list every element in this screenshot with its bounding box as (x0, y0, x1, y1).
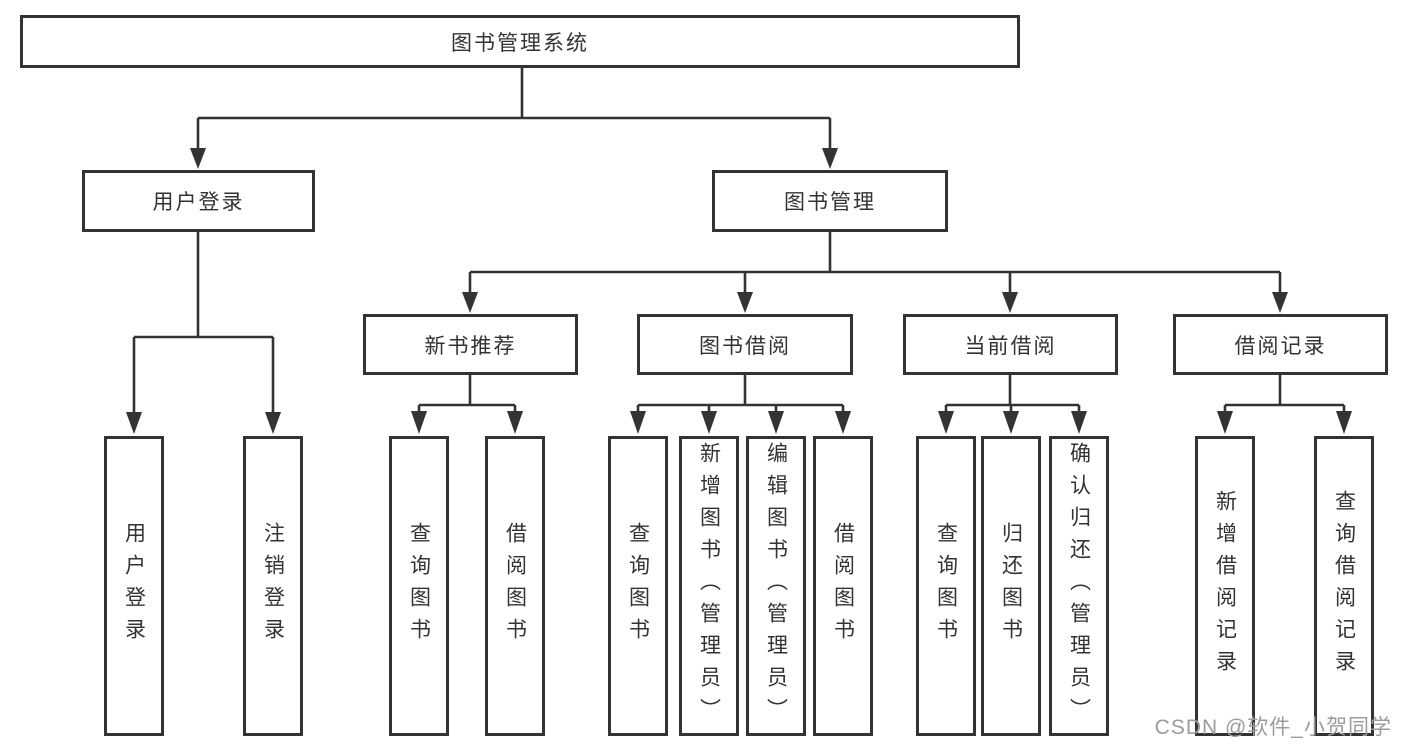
leaf-query-borrow-record: 查询借阅记录 (1314, 436, 1374, 736)
leaf-recommend-query-books: 查询图书 (389, 436, 449, 736)
node-book-borrowing-label: 图书借阅 (699, 334, 791, 358)
node-user-login: 用户登录 (82, 170, 315, 232)
leaf-return-books: 归还图书 (981, 436, 1041, 736)
leaf-recommend-query-books-label: 查询图书 (407, 522, 431, 650)
leaf-recommend-borrow-books: 借阅图书 (485, 436, 545, 736)
leaf-borrow-books-label: 借阅图书 (831, 522, 855, 650)
node-borrowing-records-label: 借阅记录 (1234, 334, 1327, 358)
node-borrowing-records: 借阅记录 (1173, 314, 1388, 375)
node-book-management-label: 图书管理 (784, 191, 876, 214)
leaf-logout-label: 注销登录 (261, 522, 285, 650)
leaf-return-books-label: 归还图书 (999, 522, 1023, 650)
node-root-label: 图书管理系统 (451, 31, 589, 55)
leaf-user-login: 用户登录 (104, 436, 164, 736)
leaf-confirm-return-admin-label: 确认归还（管理员） (1067, 442, 1091, 730)
leaf-borrow-books: 借阅图书 (813, 436, 873, 736)
leaf-confirm-return-admin: 确认归还（管理员） (1049, 436, 1109, 736)
node-book-management: 图书管理 (712, 170, 948, 232)
leaf-recommend-borrow-books-label: 借阅图书 (503, 522, 527, 650)
leaf-edit-books-admin-label: 编辑图书（管理员） (764, 442, 788, 730)
node-new-book-recommend: 新书推荐 (363, 314, 578, 375)
leaf-current-query-books: 查询图书 (916, 436, 976, 736)
leaf-logout: 注销登录 (243, 436, 303, 736)
node-new-book-recommend-label: 新书推荐 (424, 334, 517, 358)
node-book-borrowing: 图书借阅 (637, 314, 853, 375)
leaf-add-books-admin: 新增图书（管理员） (679, 436, 739, 736)
leaf-current-query-books-label: 查询图书 (934, 522, 958, 650)
leaf-user-login-label: 用户登录 (122, 522, 146, 650)
node-root-system: 图书管理系统 (20, 15, 1020, 68)
leaf-borrow-query-books: 查询图书 (608, 436, 668, 736)
leaf-query-borrow-record-label: 查询借阅记录 (1332, 490, 1356, 682)
leaf-borrow-query-books-label: 查询图书 (626, 522, 650, 650)
leaf-edit-books-admin: 编辑图书（管理员） (746, 436, 806, 736)
node-current-borrowing: 当前借阅 (903, 314, 1118, 375)
leaf-add-borrow-record-label: 新增借阅记录 (1213, 490, 1237, 682)
node-current-borrowing-label: 当前借阅 (964, 334, 1057, 358)
leaf-add-borrow-record: 新增借阅记录 (1195, 436, 1255, 736)
node-user-login-label: 用户登录 (152, 191, 245, 214)
leaf-add-books-admin-label: 新增图书（管理员） (697, 442, 721, 730)
csdn-watermark: CSDN @软件_小贺同学 (1154, 716, 1392, 739)
